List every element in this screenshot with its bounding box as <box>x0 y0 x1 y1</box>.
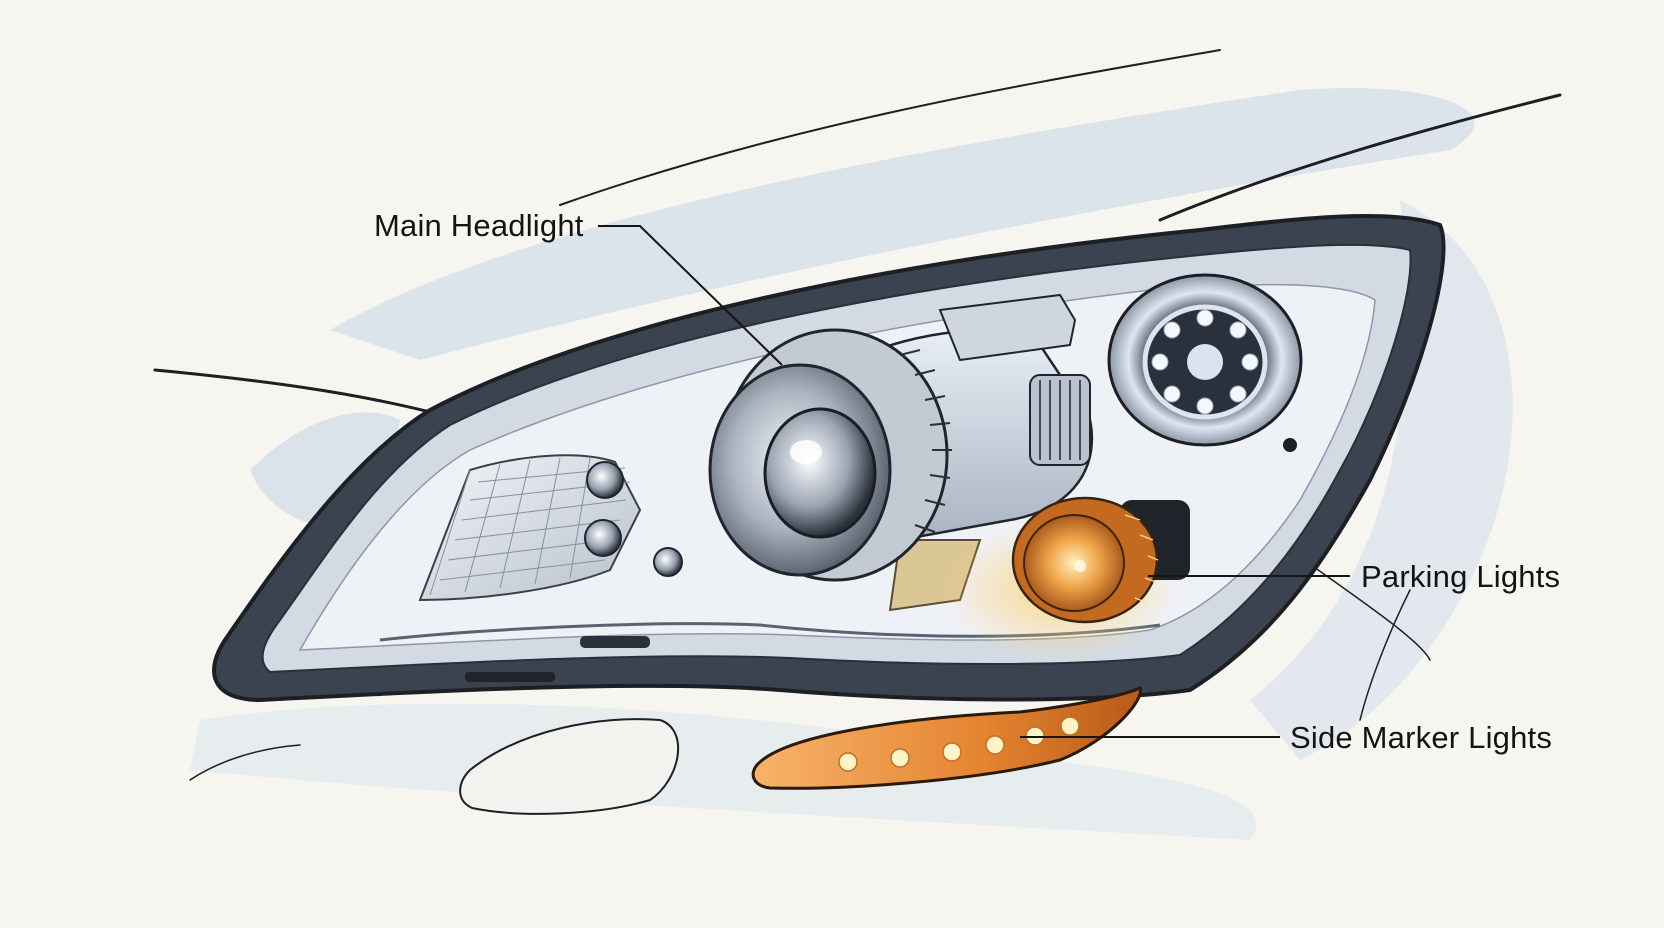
parking-light <box>940 496 1190 660</box>
body-lines <box>153 49 1562 815</box>
leader-main-headlight <box>598 225 783 366</box>
callout-label-main-headlight: Main Headlight <box>374 208 584 243</box>
side-marker-light <box>751 685 1142 790</box>
watercolor-wash <box>190 88 1513 840</box>
led-ring-headlight <box>1107 273 1303 452</box>
callout-leaders <box>598 225 1350 738</box>
reflector-block <box>418 454 683 602</box>
callout-label-parking-lights: Parking Lights <box>1361 559 1561 594</box>
callout-label-side-marker-lights: Side Marker Lights <box>1290 720 1553 755</box>
main-headlight-lens <box>708 328 952 582</box>
